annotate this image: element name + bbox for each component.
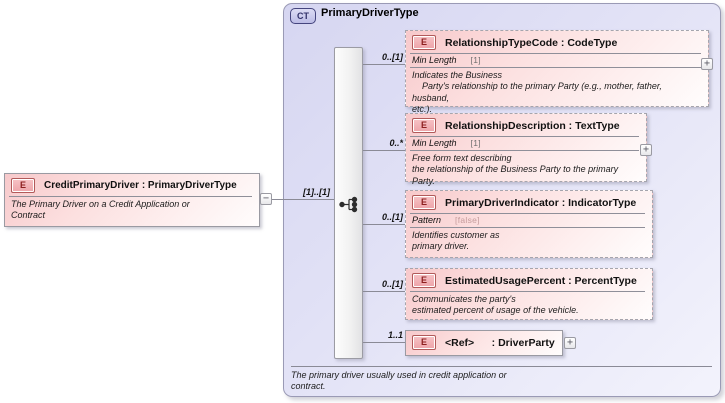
element-header: E EstimatedUsagePercent : PercentType — [406, 269, 652, 291]
element-relationship-description[interactable]: E RelationshipDescription : TextType Min… — [405, 113, 647, 186]
divider — [410, 150, 639, 151]
branch-line — [363, 150, 405, 151]
element-icon: E — [412, 273, 436, 288]
complex-type-annotation: The primary driver usually used in credi… — [291, 370, 507, 392]
element-icon: E — [11, 178, 35, 193]
element-estimated-usage-percent[interactable]: E EstimatedUsagePercent : PercentType Co… — [405, 268, 653, 320]
element-annotation: Indicates the Business Party's relations… — [412, 70, 662, 114]
element-annotation: Free form text describing the relationsh… — [412, 153, 619, 186]
divider — [410, 227, 645, 228]
element-annotation: The Primary Driver on a Credit Applicati… — [11, 199, 190, 221]
element-icon: E — [412, 335, 436, 350]
element-ref-driver-party[interactable]: E <Ref> : DriverParty — [405, 330, 563, 356]
element-header: E PrimaryDriverIndicator : IndicatorType — [406, 191, 652, 213]
cardinality-primary-driver-indicator: 0..[1] — [381, 212, 403, 222]
facet-name: Min Length — [412, 55, 457, 65]
element-title: PrimaryDriverIndicator : IndicatorType — [445, 196, 637, 209]
element-icon: E — [412, 195, 436, 210]
element-relationship-type-code[interactable]: E RelationshipTypeCode : CodeType Min Le… — [405, 30, 709, 114]
complex-type-title: PrimaryDriverType — [321, 7, 419, 19]
element-title: RelationshipDescription : TextType — [445, 119, 620, 132]
cardinality-ref-driver-party: 1..1 — [387, 330, 403, 340]
cardinality-root: [1]..[1] — [303, 187, 330, 197]
element-title: <Ref> : DriverParty — [445, 336, 555, 349]
annotation-divider — [291, 366, 712, 367]
cardinality-relationship-type-code: 0..[1] — [381, 52, 403, 62]
element-annotation: Identifies customer as primary driver. — [412, 230, 500, 252]
element-header: E CreditPrimaryDriver : PrimaryDriverTyp… — [5, 174, 259, 196]
element-header: E <Ref> : DriverParty — [406, 331, 562, 353]
branch-line — [363, 342, 405, 343]
element-annotation: Communicates the party's estimated perce… — [412, 294, 579, 316]
facet-row: Pattern [false] — [406, 214, 652, 227]
branch-line — [363, 291, 405, 292]
divider — [410, 213, 645, 214]
element-icon: E — [412, 35, 436, 50]
collapse-button[interactable]: − — [260, 193, 272, 205]
facet-name: Min Length — [412, 138, 457, 148]
cardinality-estimated-usage-percent: 0..[1] — [381, 279, 403, 289]
sequence-icon[interactable] — [338, 196, 360, 218]
element-title: EstimatedUsagePercent : PercentType — [445, 274, 637, 287]
element-header: E RelationshipDescription : TextType — [406, 114, 646, 136]
complex-type-icon: CT — [290, 8, 316, 24]
facet-value: [1] — [470, 55, 481, 65]
divider — [410, 291, 645, 292]
element-title: CreditPrimaryDriver : PrimaryDriverType — [44, 180, 237, 191]
facet-value: [1] — [470, 138, 481, 148]
element-icon: E — [412, 118, 436, 133]
facet-row: Min Length [1] — [406, 137, 646, 150]
connector-line — [258, 199, 334, 200]
facet-value: [false] — [455, 215, 480, 225]
element-header: E RelationshipTypeCode : CodeType — [406, 31, 708, 53]
header-divider — [9, 196, 252, 197]
divider — [410, 136, 639, 137]
divider — [410, 67, 701, 68]
element-primary-driver-indicator[interactable]: E PrimaryDriverIndicator : IndicatorType… — [405, 190, 653, 258]
branch-line — [363, 64, 405, 65]
facet-name: Pattern — [412, 215, 442, 225]
expand-button[interactable]: + — [701, 58, 713, 70]
element-credit-primary-driver[interactable]: E CreditPrimaryDriver : PrimaryDriverTyp… — [4, 173, 260, 227]
cardinality-relationship-description: 0..* — [389, 138, 403, 148]
expand-button[interactable]: + — [564, 337, 576, 349]
expand-button[interactable]: + — [640, 144, 652, 156]
facet-row: Min Length [1] — [406, 54, 708, 67]
branch-line — [363, 224, 405, 225]
divider — [410, 53, 701, 54]
element-title: RelationshipTypeCode : CodeType — [445, 36, 618, 49]
